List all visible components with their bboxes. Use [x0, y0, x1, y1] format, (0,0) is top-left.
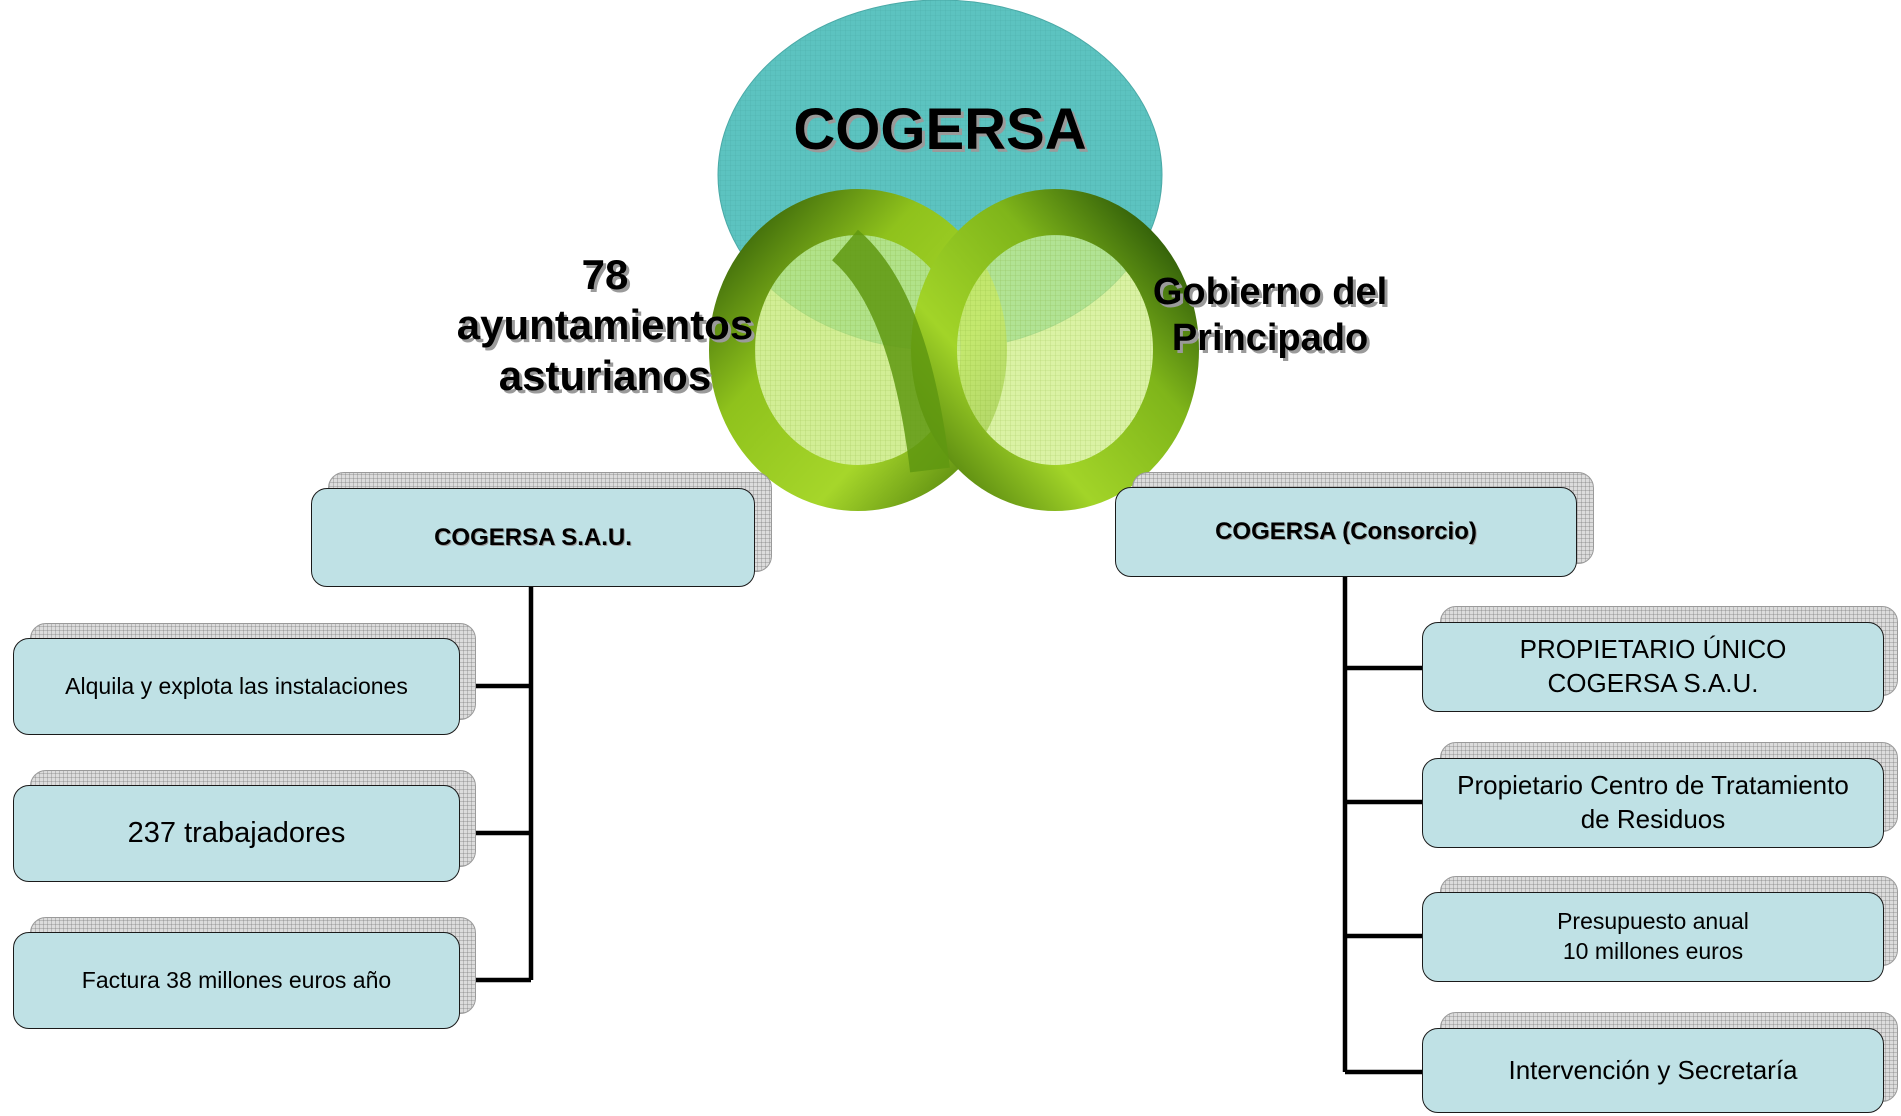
right-ring — [911, 189, 1199, 511]
left-item-box: 237 trabajadores — [13, 785, 460, 882]
right-item-box: Propietario Centro de Tratamiento de Res… — [1422, 758, 1884, 848]
left-item-box: Alquila y explota las instalaciones — [13, 638, 460, 735]
cogersa-consorcio-box: COGERSA (Consorcio) — [1115, 487, 1577, 577]
ayuntamientos-label: 78 ayuntamientos asturianos — [456, 251, 754, 399]
right-item-box: Presupuesto anual 10 millones euros — [1422, 892, 1884, 982]
right-item-box: PROPIETARIO ÚNICO COGERSA S.A.U. — [1422, 622, 1884, 712]
ring-overlap — [831, 229, 950, 473]
right-item-box: Intervención y Secretaría — [1422, 1028, 1884, 1113]
cogersa-title: COGERSA — [793, 97, 1087, 162]
header-graphic — [709, 0, 1199, 511]
gobierno-label: Gobierno del Principado — [1152, 271, 1388, 359]
left-item-box: Factura 38 millones euros año — [13, 932, 460, 1029]
cogersa-sau-box: COGERSA S.A.U. — [311, 488, 755, 587]
